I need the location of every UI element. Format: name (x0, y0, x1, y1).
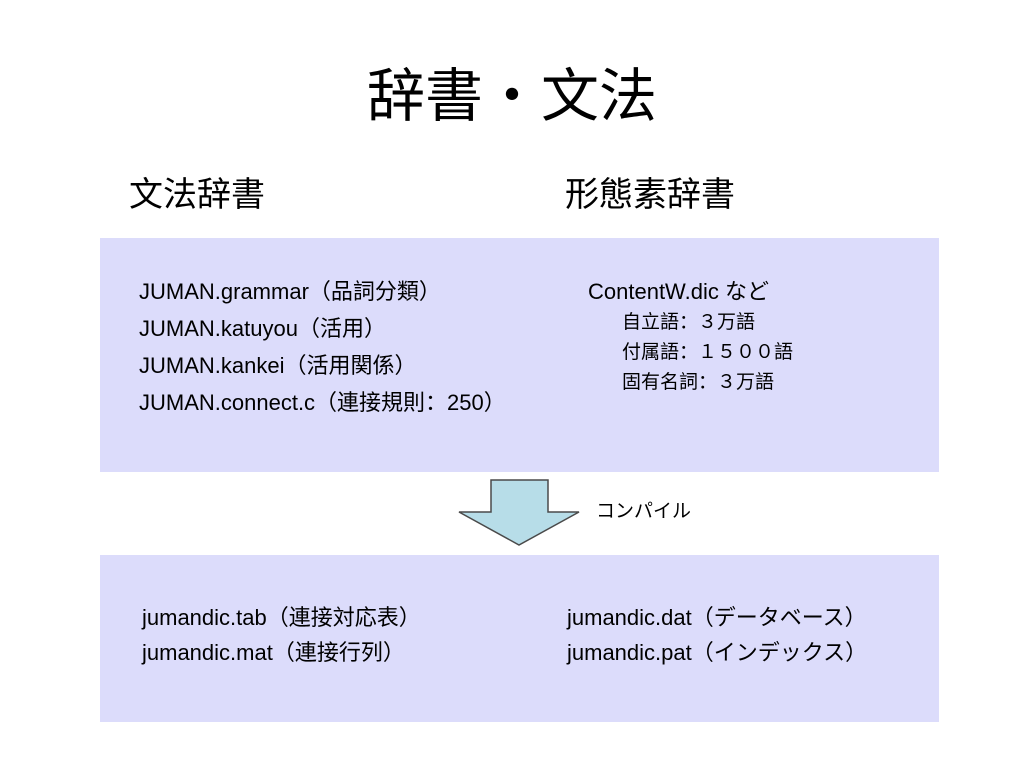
output-file-tab: jumandic.tab（連接対応表） (142, 605, 421, 630)
morph-dict-item-ancillary: 付属語：１５００語 (622, 342, 794, 363)
output-file-dat: jumandic.dat（データベース） (567, 605, 867, 630)
grammar-file-grammar: JUMAN.grammar（品詞分類） (139, 279, 441, 304)
compiled-files-panel (100, 555, 939, 722)
grammar-dictionary-heading: 文法辞書 (129, 175, 265, 215)
slide-title: 辞書・文法 (366, 62, 657, 130)
grammar-file-katuyou: JUMAN.katuyou（活用） (139, 316, 386, 341)
grammar-file-kankei: JUMAN.kankei（活用関係） (139, 353, 417, 378)
morph-dict-item-independent: 自立語：３万語 (622, 312, 756, 333)
morpheme-dictionary-heading: 形態素辞書 (565, 175, 735, 215)
morph-dict-item-proper-noun: 固有名詞：３万語 (622, 372, 775, 393)
source-files-panel (100, 238, 939, 472)
compile-arrow-icon (458, 479, 580, 546)
morph-dict-header: ContentW.dic など (588, 279, 769, 304)
grammar-file-connect: JUMAN.connect.c（連接規則：250） (139, 390, 506, 415)
compile-label: コンパイル (596, 500, 692, 522)
output-file-mat: jumandic.mat（連接行列） (142, 640, 405, 665)
output-file-pat: jumandic.pat（インデックス） (567, 640, 868, 665)
